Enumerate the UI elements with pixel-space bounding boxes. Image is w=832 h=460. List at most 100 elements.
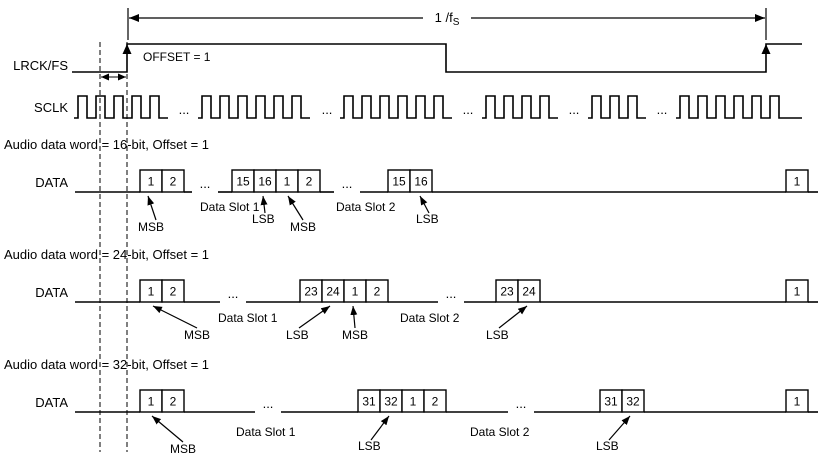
sclk-waveform: [74, 95, 168, 119]
bit-box-label: 1: [148, 175, 155, 189]
bit-box: [365, 279, 389, 303]
bit-box-label: 1: [794, 285, 801, 299]
sclk-waveform: [482, 95, 558, 119]
sclk-waveform: [676, 95, 802, 119]
bit-box: [297, 169, 321, 193]
bit-box-label: 1: [352, 285, 359, 299]
data-signal-label: DATA: [35, 285, 68, 300]
fs-period-left-arrowhead: [129, 14, 139, 22]
bit-box-label: 15: [392, 175, 406, 189]
data-ellipsis: ...: [228, 286, 239, 301]
data-ellipsis: ...: [342, 176, 353, 191]
bit-box-label: 1: [284, 175, 291, 189]
data-slot-1-label: Data Slot 1: [218, 311, 278, 325]
bit-box: [621, 389, 645, 413]
lsb-label: LSB: [358, 439, 381, 453]
lsb-label: LSB: [252, 212, 275, 226]
bit-box-label: 31: [362, 395, 376, 409]
data-row-16bit: [139, 169, 809, 193]
bit-box-label: 1: [148, 395, 155, 409]
bit-box: [423, 389, 447, 413]
bit-box: [161, 389, 185, 413]
lsb-label: LSB: [486, 328, 509, 342]
bit-box-label: 24: [522, 285, 536, 299]
bit-box: [517, 279, 541, 303]
sclk-ellipsis: ...: [179, 102, 190, 117]
data-ellipsis: ...: [446, 286, 457, 301]
offset-right-arrowhead: [118, 73, 126, 81]
data-slot-1-label: Data Slot 1: [236, 425, 296, 439]
row-title: Audio data word = 24-bit, Offset = 1: [4, 247, 209, 262]
bit-box-label: 2: [170, 285, 177, 299]
lsb-label: LSB: [596, 439, 619, 453]
msb-arrow: [350, 305, 358, 329]
bit-box-label: 15: [236, 175, 250, 189]
bit-box-label: 2: [170, 175, 177, 189]
data-ellipsis: ...: [263, 396, 274, 411]
row-title: Audio data word = 32-bit, Offset = 1: [4, 357, 209, 372]
sclk-ellipsis: ...: [322, 102, 333, 117]
bit-box-label: 1: [794, 395, 801, 409]
bit-box-label: 2: [432, 395, 439, 409]
bit-box-label: 1: [794, 175, 801, 189]
bit-box: [785, 169, 809, 193]
bit-box: [785, 389, 809, 413]
lsb-arrow: [298, 305, 331, 329]
msb-arrow: [147, 195, 157, 221]
bit-box-label: 32: [626, 395, 640, 409]
sclk-ellipsis: ...: [569, 102, 580, 117]
lsb-arrow: [608, 415, 631, 441]
offset-label: OFFSET = 1: [143, 50, 211, 64]
msb-label: MSB: [170, 442, 196, 456]
sclk-ellipsis: ...: [657, 102, 668, 117]
sclk-waveform: [588, 95, 646, 119]
data-slot-2-label: Data Slot 2: [470, 425, 530, 439]
row-title: Audio data word = 16-bit, Offset = 1: [4, 137, 209, 152]
fs-period-label-main: 1 /f: [435, 10, 453, 25]
msb-arrow: [287, 195, 304, 221]
fs-period-label: 1 /fS: [435, 10, 460, 28]
bit-box-label: 23: [304, 285, 318, 299]
msb-label: MSB: [138, 220, 164, 234]
bit-box-label: 31: [604, 395, 618, 409]
sclk-waveform: [340, 95, 452, 119]
data-ellipsis: ...: [200, 176, 211, 191]
bit-box-label: 32: [384, 395, 398, 409]
data-slot-2-label: Data Slot 2: [336, 200, 396, 214]
data-row-32bit: [139, 389, 809, 413]
offset-left-arrowhead: [101, 73, 109, 81]
lsb-label: LSB: [416, 212, 439, 226]
fs-period-right-arrowhead: [755, 14, 765, 22]
data-row-24bit: [139, 279, 809, 303]
data-ellipsis: ...: [516, 396, 527, 411]
bit-box-label: 1: [148, 285, 155, 299]
bit-box-label: 24: [326, 285, 340, 299]
data-slot-2-label: Data Slot 2: [400, 311, 460, 325]
lrck-rising-edge-arrow: [761, 44, 771, 54]
msb-label: MSB: [290, 220, 316, 234]
msb-arrow: [152, 305, 198, 329]
msb-arrow: [151, 415, 184, 443]
lrck-signal-label: LRCK/FS: [13, 58, 68, 73]
data-signal-label: DATA: [35, 395, 68, 410]
bit-box: [161, 279, 185, 303]
bit-box-label: 2: [374, 285, 381, 299]
bit-box-label: 23: [500, 285, 514, 299]
bit-box-label: 1: [410, 395, 417, 409]
fs-period-label-sub: S: [453, 17, 460, 28]
sclk-waveform: [198, 95, 310, 119]
bit-box: [409, 169, 433, 193]
lsb-arrow: [419, 195, 430, 214]
bit-box-label: 16: [414, 175, 428, 189]
data-signal-label: DATA: [35, 175, 68, 190]
sclk-ellipsis: ...: [463, 102, 474, 117]
lsb-arrow: [370, 415, 390, 441]
data-slot-1-label: Data Slot 1: [200, 200, 260, 214]
msb-label: MSB: [342, 328, 368, 342]
bit-box: [161, 169, 185, 193]
lsb-arrow: [498, 305, 528, 329]
sclk-signal-label: SCLK: [34, 100, 68, 115]
bit-box-label: 16: [258, 175, 272, 189]
